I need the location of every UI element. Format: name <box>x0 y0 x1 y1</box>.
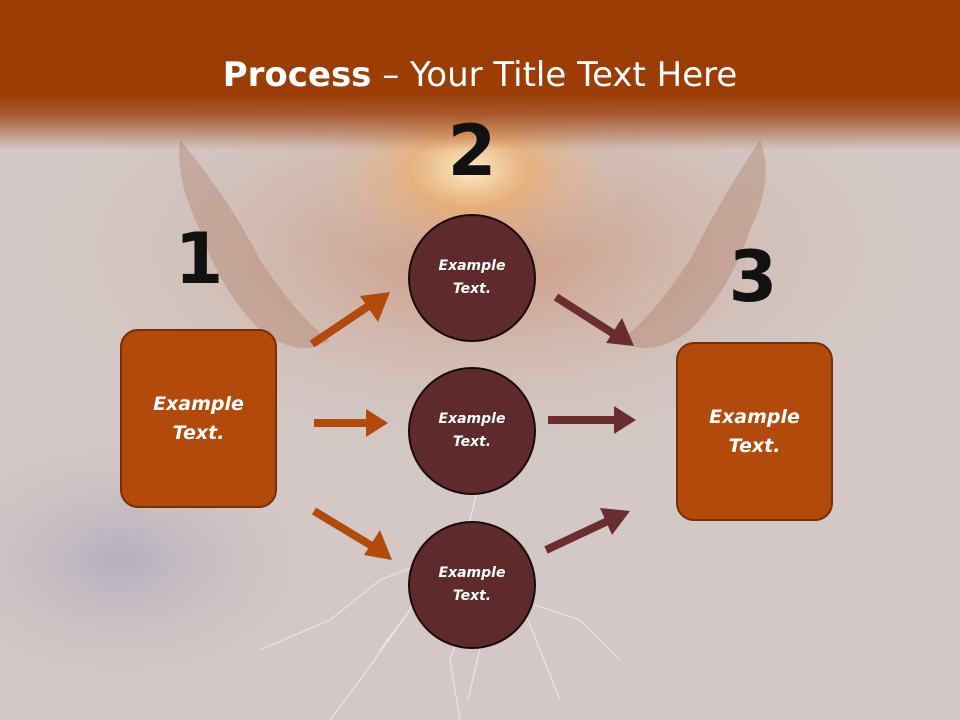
arrow-left-down <box>311 507 392 560</box>
title-bar <box>0 0 960 150</box>
circle-top[interactable]: Example Text. <box>408 214 536 342</box>
step-3-box[interactable]: Example Text. <box>676 342 833 521</box>
step-3-text: Example Text. <box>709 405 800 457</box>
circle-top-text: Example Text. <box>438 258 506 297</box>
arrow-right-up <box>544 508 630 554</box>
arrow-left-up <box>309 292 390 348</box>
arrow-right-middle <box>548 406 636 434</box>
arrow-right-down <box>553 293 634 346</box>
circle-middle-text: Example Text. <box>438 411 506 450</box>
step-1-text: Example Text. <box>153 392 244 444</box>
slide-title[interactable]: Process – Your Title Text Here <box>0 52 960 98</box>
arrow-left-middle <box>314 409 388 437</box>
step-number-1: 1 <box>174 218 224 300</box>
step-number-2: 2 <box>447 110 497 192</box>
step-1-box[interactable]: Example Text. <box>120 329 277 508</box>
title-rest: – Your Title Text Here <box>371 55 738 95</box>
step-number-3: 3 <box>728 236 778 318</box>
circle-bottom[interactable]: Example Text. <box>408 521 536 649</box>
title-bold: Process <box>222 55 372 95</box>
circle-middle[interactable]: Example Text. <box>408 367 536 495</box>
circle-bottom-text: Example Text. <box>438 565 506 604</box>
